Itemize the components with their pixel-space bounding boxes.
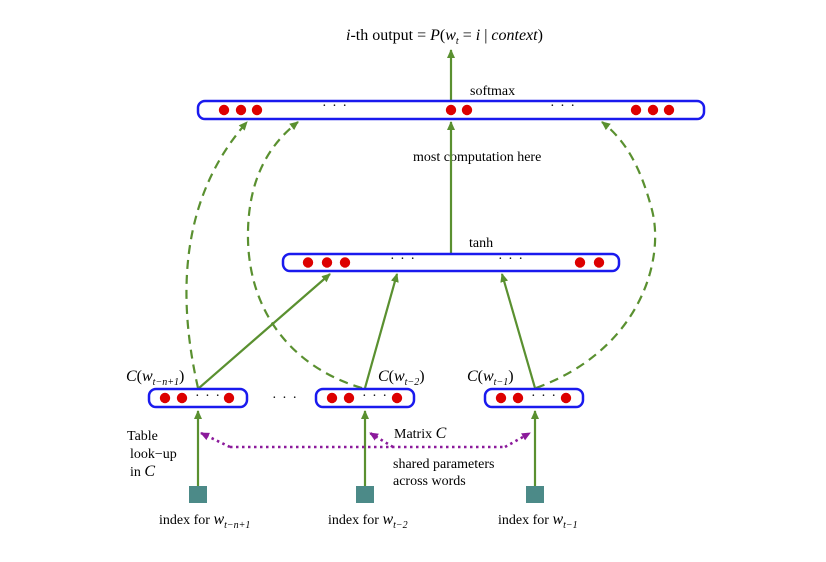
neuron bbox=[176, 392, 188, 404]
neuron bbox=[223, 392, 235, 404]
table-lookup-line3: in C bbox=[130, 463, 155, 480]
shared-link-2-arrow bbox=[369, 431, 394, 449]
neuron bbox=[251, 104, 263, 116]
neuron bbox=[630, 104, 642, 116]
neuron bbox=[321, 257, 333, 268]
direct-connection-3-arrow bbox=[535, 121, 657, 390]
neuron bbox=[495, 392, 507, 404]
embedding-1-box bbox=[147, 387, 249, 409]
neuron bbox=[560, 392, 572, 404]
input-label-3: index for wt−1 bbox=[498, 511, 578, 531]
input-node-2 bbox=[356, 486, 374, 503]
computation-annotation: most computation here bbox=[413, 150, 541, 165]
tanh-layer bbox=[281, 252, 621, 273]
input-node-1 bbox=[189, 486, 207, 503]
embedding-2: C(wt−2) · · · bbox=[314, 368, 425, 409]
neuron bbox=[302, 257, 314, 268]
output-label: i-th output = P(wt = i | context) bbox=[346, 27, 543, 47]
table-lookup-line2: look−up bbox=[130, 447, 177, 462]
neuron bbox=[326, 392, 338, 404]
tanh-ellipsis-left: · · · bbox=[390, 252, 416, 267]
tanh-neurons bbox=[302, 257, 605, 268]
neuron bbox=[512, 392, 524, 404]
neuron bbox=[218, 104, 230, 116]
embedding-2-ellipsis: · · · bbox=[362, 389, 388, 404]
direct-connection-1-arrow bbox=[185, 121, 248, 389]
softmax-ellipsis-right: · · · bbox=[550, 99, 576, 114]
neuron bbox=[235, 104, 247, 116]
neuron bbox=[391, 392, 403, 404]
softmax-neurons bbox=[218, 104, 675, 116]
embedding-1: C(wt−n+1) · · · bbox=[126, 368, 249, 409]
neuron bbox=[593, 257, 605, 268]
table-lookup-line1: Table bbox=[127, 429, 158, 444]
shared-link-3-arrow bbox=[504, 431, 531, 449]
input-node-3 bbox=[526, 486, 544, 503]
embedding-3-ellipsis: · · · bbox=[531, 389, 557, 404]
tanh-label: tanh bbox=[469, 236, 493, 251]
embedding-1-ellipsis: · · · bbox=[195, 389, 221, 404]
embedding-1-to-tanh-arrow bbox=[198, 273, 331, 389]
neuron bbox=[663, 104, 675, 116]
matrix-c-label: Matrix C bbox=[394, 425, 447, 442]
embedding-3-box bbox=[483, 387, 585, 409]
neuron bbox=[647, 104, 659, 116]
input-label-1: index for wt−n+1 bbox=[159, 511, 250, 531]
shared-link-1-arrow bbox=[200, 431, 231, 449]
softmax-ellipsis-left: · · · bbox=[322, 99, 348, 114]
embedding-3-to-tanh-arrow bbox=[500, 273, 537, 389]
softmax-label: softmax bbox=[470, 84, 515, 99]
embedding-1-label: C(wt−n+1) bbox=[126, 368, 184, 388]
shared-params-line2: across words bbox=[393, 474, 466, 489]
embedding-2-to-tanh-arrow bbox=[363, 273, 399, 389]
neuron bbox=[339, 257, 351, 268]
embedding-2-label: C(wt−2) bbox=[378, 368, 425, 388]
shared-params-line1: shared parameters bbox=[393, 457, 494, 472]
tanh-ellipsis-right: · · · bbox=[498, 252, 524, 267]
direct-connection-2-arrow bbox=[246, 121, 363, 390]
embedding-3-label: C(wt−1) bbox=[467, 368, 514, 388]
neuron bbox=[159, 392, 171, 404]
neuron bbox=[461, 104, 473, 116]
embedding-2-box bbox=[314, 387, 416, 409]
input-label-2: index for wt−2 bbox=[328, 511, 408, 531]
neuron bbox=[574, 257, 586, 268]
between-embeddings-ellipsis: · · · bbox=[272, 391, 298, 406]
neuron bbox=[343, 392, 355, 404]
neuron bbox=[445, 104, 457, 116]
embedding-3: C(wt−1) · · · bbox=[467, 368, 585, 409]
